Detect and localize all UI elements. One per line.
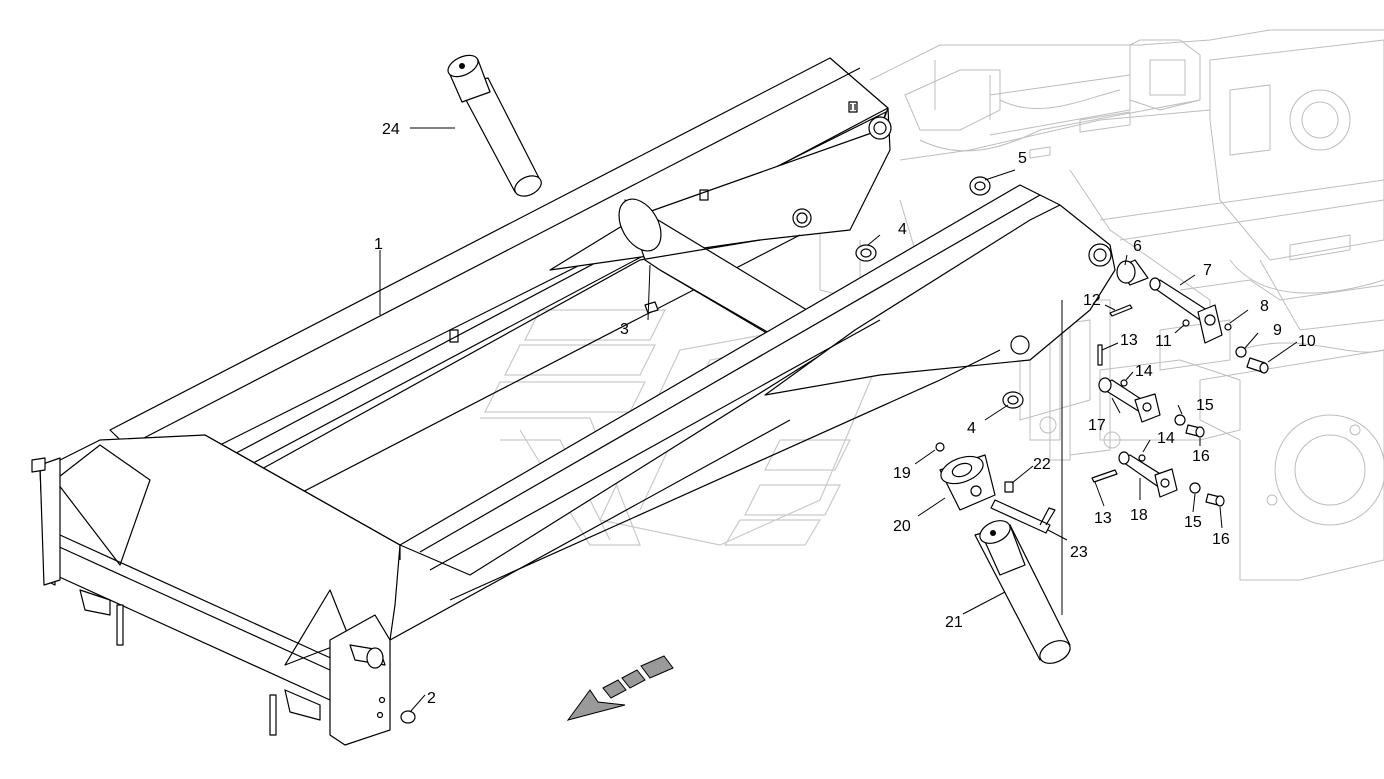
pin-plate-part-18 [1118,451,1178,498]
cap-part-2 [400,710,416,724]
nipple-part-11 [1182,319,1190,327]
nipple-part-19 [935,442,945,452]
washer-part-15b [1189,482,1201,494]
washer-part-9 [1235,346,1247,358]
spring-pin-part-13b [1091,469,1118,483]
callout-8: 8 [1260,298,1269,315]
callout-7: 7 [1203,262,1212,279]
callout-6: 6 [1133,238,1142,255]
callout-5: 5 [1018,150,1027,167]
spring-pin-part-13a [1097,344,1103,366]
callout-3: 3 [620,321,629,338]
callout-14b: 14 [1157,430,1175,447]
callout-labels: 1 2 3 4 4 5 6 7 8 9 10 11 12 13 13 14 14… [374,121,1316,707]
bolt-part-16a [1185,424,1205,438]
callout-1: 1 [374,236,383,253]
washer-part-5 [969,176,991,196]
nipple-part-8 [1224,323,1232,331]
pin-plate-part-7 [1149,277,1223,344]
callout-12: 12 [1083,292,1101,309]
callout-18: 18 [1130,507,1148,524]
callout-21: 21 [945,614,963,631]
pivot-pin-part-24 [447,54,542,197]
callout-10: 10 [1298,333,1316,350]
ring-part-22 [1004,481,1014,493]
callout-4b: 4 [967,420,976,437]
forward-direction-arrow-icon [566,655,674,721]
callout-16a: 16 [1192,448,1210,465]
collar-part-20 [939,454,996,511]
nipple-part-14b [1138,454,1146,462]
callout-13a: 13 [1120,332,1138,349]
callout-14a: 14 [1135,363,1153,380]
callout-24: 24 [382,121,400,138]
callout-23: 23 [1070,544,1088,561]
callout-2: 2 [427,690,436,707]
washer-part-4a [855,244,877,262]
leader-lines [379,127,1298,713]
callout-4a: 4 [898,221,907,238]
callout-15b: 15 [1184,514,1202,531]
bushing-part-6 [1116,259,1149,286]
callout-19: 19 [893,465,911,482]
callout-22: 22 [1033,456,1051,473]
callout-17: 17 [1088,417,1106,434]
washer-part-15a [1174,414,1186,426]
nipple-part-14a [1120,379,1128,387]
callout-9: 9 [1273,322,1282,339]
callout-16b: 16 [1212,531,1230,548]
bolt-part-16b [1205,493,1225,507]
bolt-part-10 [1246,357,1269,374]
callout-15a: 15 [1196,397,1214,414]
handle-pin-part-23 [990,499,1056,534]
nut-part-3 [644,301,659,314]
spring-pin-part-12 [1109,304,1133,317]
washer-part-4b [1002,391,1024,409]
main-frame-part-1 [31,57,1116,746]
pin-plate-part-17 [1098,377,1161,423]
callout-11: 11 [1155,333,1172,350]
callout-20: 20 [893,518,911,535]
callout-13b: 13 [1094,510,1112,527]
pivot-pin-part-21 [974,520,1071,664]
